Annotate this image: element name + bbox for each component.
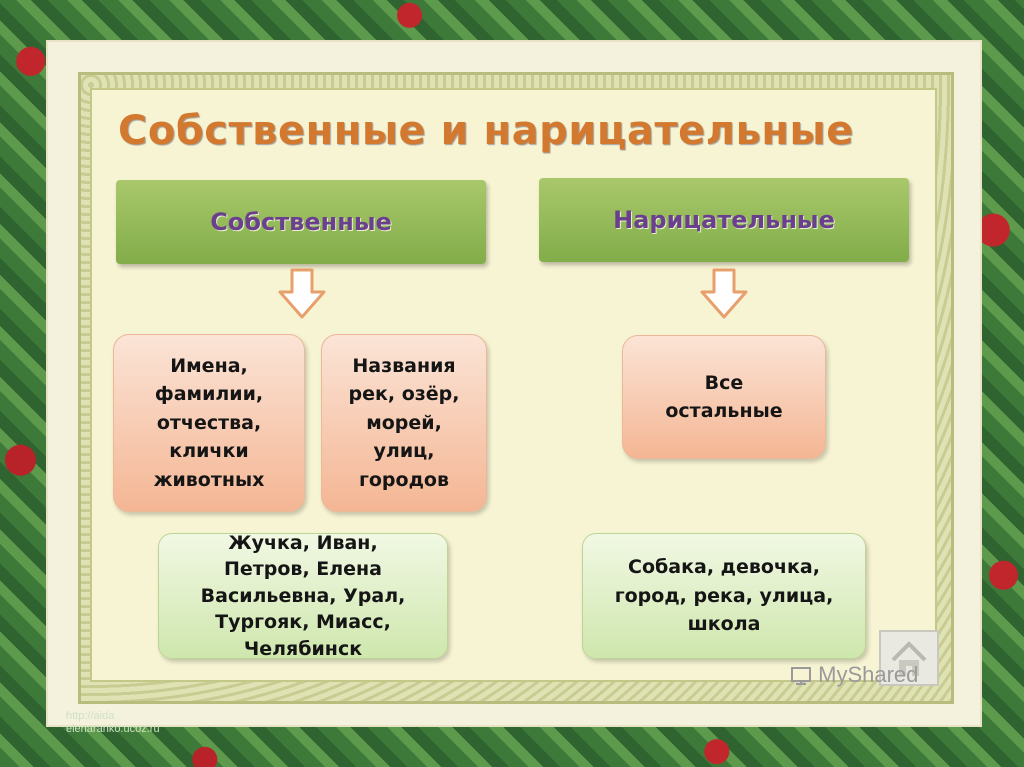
down-arrow-icon xyxy=(278,268,326,319)
header-common-nouns-label: Нарицательные xyxy=(613,206,835,234)
box-common-examples-text: Собака, девочка, город, река, улица, шко… xyxy=(614,556,834,636)
down-arrow-icon xyxy=(700,268,748,319)
box-common-examples: Собака, девочка, город, река, улица, шко… xyxy=(582,533,866,659)
box-proper-examples-text: Жучка, Иван, Петров, Елена Васильевна, У… xyxy=(200,531,406,660)
box-all-others: Все остальные xyxy=(622,335,826,459)
header-proper-nouns: Собственные xyxy=(116,180,486,264)
watermark-text: MyShared xyxy=(818,662,919,687)
myshared-logo-icon xyxy=(791,667,811,685)
slide-title: Собственные и нарицательные xyxy=(118,108,854,154)
url-line-1: http://aida xyxy=(66,710,115,722)
box-all-others-text: Все остальные xyxy=(665,371,783,423)
myshared-watermark: MyShared xyxy=(790,662,918,688)
header-common-nouns: Нарицательные xyxy=(539,178,909,262)
home-icon xyxy=(891,641,927,676)
box-proper-examples: Жучка, Иван, Петров, Елена Васильевна, У… xyxy=(158,532,448,660)
source-url: http://aida elenaranko.ucoz.ru xyxy=(66,710,160,736)
box-names-text: Имена, фамилии, отчества, клички животны… xyxy=(153,354,265,491)
url-line-2: elenaranko.ucoz.ru xyxy=(66,723,160,735)
box-names: Имена, фамилии, отчества, клички животны… xyxy=(113,334,305,512)
header-proper-nouns-label: Собственные xyxy=(210,208,392,236)
box-place-names: Названия рек, озёр, морей, улиц, городов xyxy=(321,334,487,512)
home-button[interactable] xyxy=(879,630,939,686)
box-place-names-text: Названия рек, озёр, морей, улиц, городов xyxy=(348,354,460,491)
